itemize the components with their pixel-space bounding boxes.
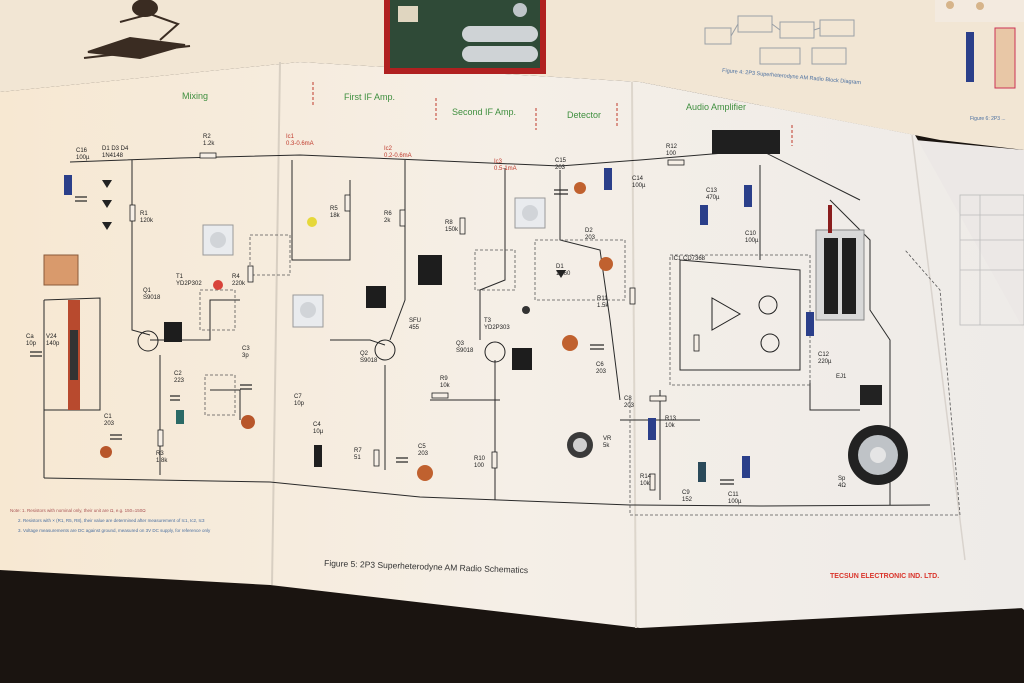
dj-logo-icon (83, 0, 191, 60)
resistors (129, 152, 700, 491)
right-page-table (959, 194, 1024, 326)
capacitors (30, 189, 734, 485)
section-second-if: Second IF Amp. (452, 107, 516, 117)
section-mixing: Mixing (182, 91, 208, 101)
section-detector: Detector (567, 110, 601, 120)
label-ej: EJ1 (836, 374, 847, 380)
amplifier-icon (711, 297, 742, 331)
note-1: Note: 1. Resistors with nominal only, th… (10, 508, 146, 513)
notes-block: Note: 1. Resistors with nominal only, th… (10, 508, 211, 533)
label-ic1: IC1 CD7368 (672, 256, 706, 262)
note-2: 2. Resistors with × (R1, R5, R8), their … (18, 518, 205, 523)
section-first-if: First IF Amp. (344, 92, 395, 102)
section-audio: Audio Amplifier (686, 102, 746, 112)
right-page-diagram (935, 0, 1024, 89)
block-diagram-fragment (704, 15, 855, 65)
brand-name: TECSUN ELECTRONIC IND. LTD. (830, 573, 939, 580)
transistor-symbols (137, 295, 780, 363)
right-figure-caption: Figure 6: 2P3 ... (970, 116, 1006, 122)
dashed-outlines (199, 234, 961, 516)
main-paper (0, 62, 1024, 628)
note-3: 3. Voltage measurements are DC against g… (18, 528, 211, 533)
diode-icons (102, 180, 566, 278)
part-photos (43, 130, 908, 485)
pcb-photo (384, 0, 546, 74)
upper-paper (0, 0, 1024, 150)
